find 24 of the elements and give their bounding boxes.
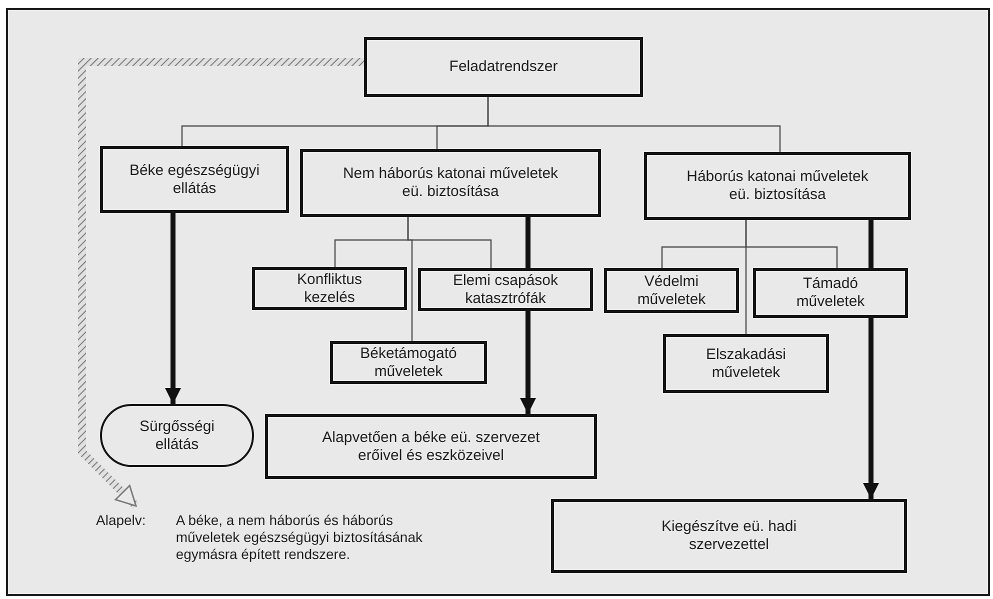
arrow: [165, 213, 181, 404]
arrow: [520, 311, 536, 414]
process-box: Béketámogató műveletek: [330, 341, 487, 384]
process-box: Védelmi műveletek: [604, 268, 739, 313]
connector-line: [745, 220, 747, 334]
process-box: Támadó műveletek: [753, 268, 908, 318]
principle-text: A béke, a nem háborús és háborús műveletek egészségügyi biztosításának egymásra épített rendszere.: [176, 512, 424, 563]
thick-connector: [526, 217, 530, 268]
hatched-arrow: [78, 58, 364, 509]
thick-connector: [868, 220, 874, 268]
process-box: Háborús katonai műveletek eü. biztosítása: [644, 152, 911, 220]
principle-label: Alapelv:: [96, 512, 146, 529]
process-box: Elszakadási műveletek: [663, 334, 829, 393]
arrow: [863, 318, 879, 499]
connector-line: [407, 217, 413, 341]
process-box: Nem háborús katonai műveletek eü. biztosítása: [300, 149, 601, 217]
process-box: Kiegészítve eü. hadi szervezettel: [551, 499, 907, 573]
connector-line: [487, 97, 781, 152]
process-box: Feladatrendszer: [364, 37, 643, 97]
rounded-terminal: Sürgősségi ellátás: [100, 404, 254, 467]
process-box: Elemi csapások katasztrófák: [418, 268, 593, 311]
process-box: Konfliktus kezelés: [252, 267, 407, 310]
process-box: Alapvetően a béke eü. szervezet erőivel és eszközeivel: [265, 414, 597, 479]
process-box: Béke egészségügyi ellátás: [100, 146, 289, 213]
